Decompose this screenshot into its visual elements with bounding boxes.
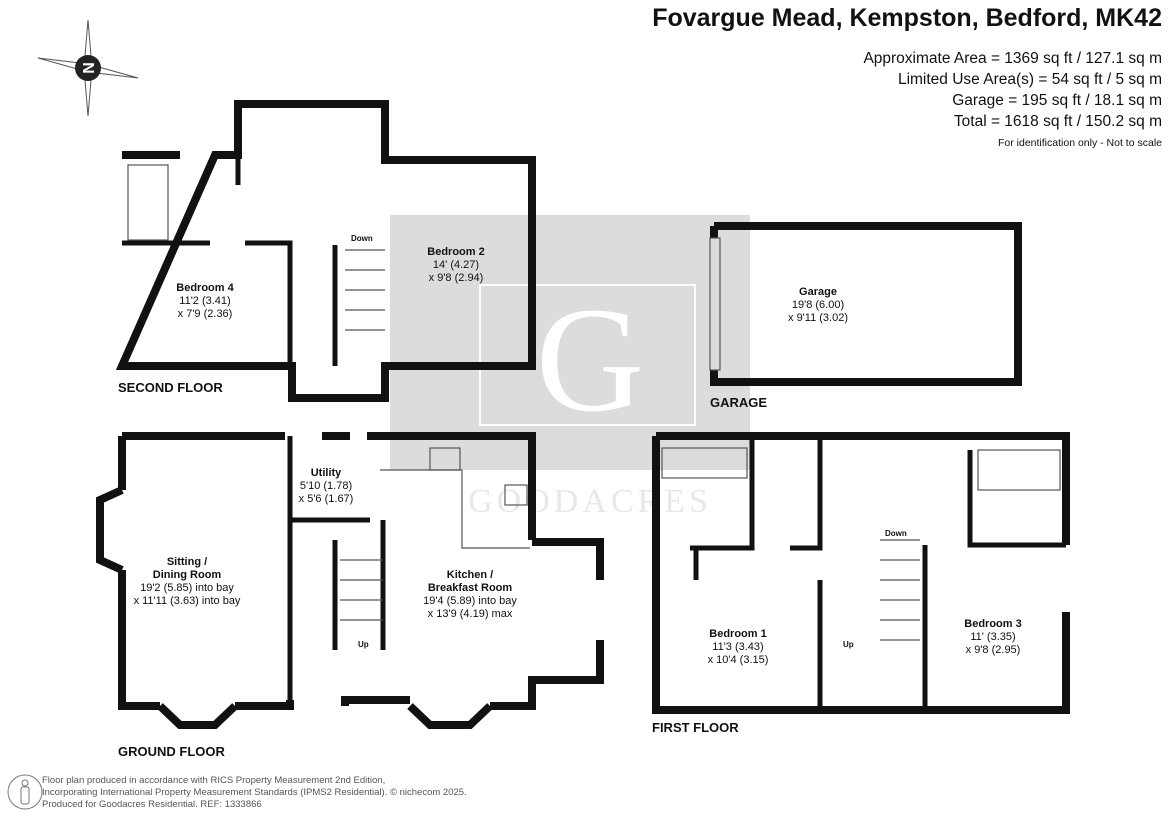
label-second-floor: SECOND FLOOR xyxy=(118,380,223,395)
stairs-down-second: Down xyxy=(351,234,373,243)
stairs-up-first: Up xyxy=(843,640,854,649)
garage-area: Garage = 195 sq ft / 18.1 sq m xyxy=(952,92,1162,109)
svg-text:N: N xyxy=(81,62,98,74)
svg-text:GOODACRES: GOODACRES xyxy=(468,483,712,520)
first-floor-walls xyxy=(652,432,1070,714)
garage-walls xyxy=(710,222,1022,386)
watermark-logo: G xyxy=(536,277,644,443)
approx-area: Approximate Area = 1369 sq ft / 127.1 sq… xyxy=(863,50,1162,67)
disclaimer: For identification only - Not to scale xyxy=(998,137,1162,149)
stairs-down-first: Down xyxy=(885,529,907,538)
label-garage: GARAGE xyxy=(710,395,768,410)
label-ground-floor: GROUND FLOOR xyxy=(118,744,225,759)
compass-icon: N xyxy=(37,19,139,117)
limited-area: Limited Use Area(s) = 54 sq ft / 5 sq m xyxy=(897,71,1162,88)
ground-floor-walls xyxy=(96,432,604,729)
watermark-panel xyxy=(390,215,750,470)
stairs-up-ground: Up xyxy=(358,640,369,649)
footer-notes: Floor plan produced in accordance with R… xyxy=(42,775,467,810)
person-scale-icon xyxy=(7,774,43,810)
label-first-floor: FIRST FLOOR xyxy=(652,720,739,735)
total-area: Total = 1618 sq ft / 150.2 sq m xyxy=(953,113,1162,130)
page-title: Fovargue Mead, Kempston, Bedford, MK42 xyxy=(652,4,1162,32)
